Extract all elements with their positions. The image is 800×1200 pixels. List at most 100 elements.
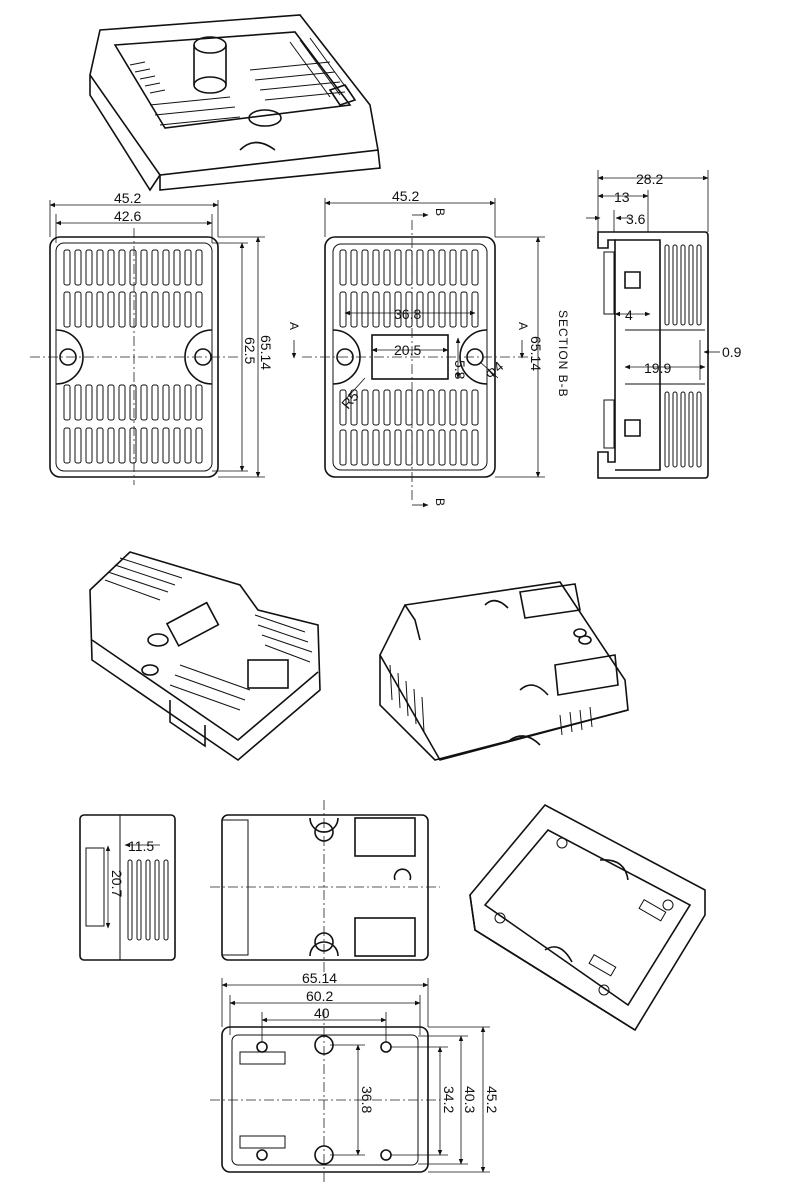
- vent-slot: [195, 291, 203, 328]
- vent-slot: [107, 291, 115, 328]
- vent-slot: [416, 291, 424, 328]
- vent-slot: [63, 291, 71, 328]
- vent-slot: [107, 384, 115, 421]
- vent-slot: [96, 427, 104, 464]
- dim-13: 13: [614, 189, 630, 205]
- vent-slot: [394, 249, 402, 286]
- back-view: [210, 800, 440, 975]
- dim-42-6: 42.6: [114, 208, 141, 224]
- vent-slot: [195, 427, 203, 464]
- dim-34-2: 34.2: [441, 1086, 457, 1113]
- vent-slot: [471, 389, 479, 426]
- vent-slot: [680, 244, 686, 326]
- vent-slot: [416, 249, 424, 286]
- vent-slot: [118, 384, 126, 421]
- vent-slot: [184, 384, 192, 421]
- section-b-bottom: B: [433, 498, 447, 507]
- vent-slot: [680, 391, 686, 468]
- vent-slot: [672, 244, 678, 326]
- dim-65-14: 65.14: [258, 335, 274, 370]
- vent-slot: [350, 291, 358, 328]
- dim-0-9: 0.9: [722, 344, 742, 360]
- side-view: 20.7 11.5: [79, 814, 176, 961]
- dim-20-7: 20.7: [109, 870, 125, 897]
- dim-11-5: 11.5: [128, 838, 154, 854]
- vent-slot: [438, 291, 446, 328]
- vent-slot: [195, 384, 203, 421]
- vent-slot: [63, 427, 71, 464]
- section-a-right: A: [516, 322, 530, 331]
- vent-slot: [361, 389, 369, 426]
- section-bb-label: SECTION B-B: [556, 310, 570, 398]
- section-b-top: B: [433, 208, 447, 217]
- vent-slot: [664, 244, 670, 326]
- dim-19-9: 19.9: [644, 360, 671, 376]
- vent-slot: [405, 429, 413, 466]
- vent-slot: [438, 429, 446, 466]
- section-bb-view: 28.2 13 3.6 4 19.9 0.9: [586, 170, 742, 479]
- vent-slot: [438, 389, 446, 426]
- dim-65-14-mid: 65.14: [528, 336, 544, 371]
- vent-slot: [173, 291, 181, 328]
- dim-28-2: 28.2: [636, 171, 663, 187]
- vent-slot: [394, 389, 402, 426]
- vent-slot: [184, 249, 192, 286]
- vent-slot: [85, 384, 93, 421]
- vent-slot: [85, 249, 93, 286]
- vent-slot: [696, 391, 702, 468]
- vent-slot: [85, 291, 93, 328]
- vent-slot: [74, 249, 82, 286]
- vent-slot: [118, 427, 126, 464]
- vent-slot: [449, 389, 457, 426]
- vent-slot: [696, 244, 702, 326]
- vent-slot: [173, 249, 181, 286]
- dim-40-3: 40.3: [462, 1086, 478, 1113]
- vent-slot: [162, 249, 170, 286]
- vent-slot: [151, 291, 159, 328]
- vent-slot: [154, 859, 160, 941]
- vent-slot: [361, 291, 369, 328]
- vent-slot: [339, 249, 347, 286]
- mid-grille-view: 45.2 65.14 36.8 20.5 5.8 Φ4 R5 A A B B S…: [287, 188, 570, 508]
- iso-view-closed: [89, 551, 321, 762]
- vent-slot: [151, 427, 159, 464]
- vent-slot: [74, 427, 82, 464]
- vent-slot: [405, 291, 413, 328]
- dim-45-2: 45.2: [114, 190, 141, 206]
- vent-slot: [672, 391, 678, 468]
- vent-slot: [63, 249, 71, 286]
- vent-slot: [405, 389, 413, 426]
- iso-view-tray: [469, 803, 706, 1032]
- vent-slot: [163, 859, 169, 941]
- vent-slot: [96, 249, 104, 286]
- vent-slot: [339, 429, 347, 466]
- dim-45-2-mid: 45.2: [392, 188, 419, 204]
- vent-slot: [688, 391, 694, 468]
- vent-slot: [460, 249, 468, 286]
- vent-slot: [383, 389, 391, 426]
- vent-slot: [74, 384, 82, 421]
- vent-slot: [339, 291, 347, 328]
- vent-slot: [361, 429, 369, 466]
- vent-slot: [449, 429, 457, 466]
- vent-slot: [688, 244, 694, 326]
- vent-slot: [63, 384, 71, 421]
- vent-slot: [151, 384, 159, 421]
- vent-slot: [96, 291, 104, 328]
- vent-slot: [372, 429, 380, 466]
- vent-slot: [195, 249, 203, 286]
- vent-slot: [471, 249, 479, 286]
- dim-4: 4: [625, 307, 633, 323]
- vent-slot: [438, 249, 446, 286]
- vent-slot: [372, 249, 380, 286]
- dim-3-6: 3.6: [626, 211, 646, 227]
- vent-slot: [184, 291, 192, 328]
- vent-slot: [427, 389, 435, 426]
- vent-slot: [85, 427, 93, 464]
- vent-slot: [140, 427, 148, 464]
- vent-slot: [664, 391, 670, 468]
- section-a-left: A: [287, 322, 301, 331]
- vent-slot: [140, 249, 148, 286]
- vent-slot: [449, 249, 457, 286]
- dim-45-2-bottom: 45.2: [484, 1086, 500, 1113]
